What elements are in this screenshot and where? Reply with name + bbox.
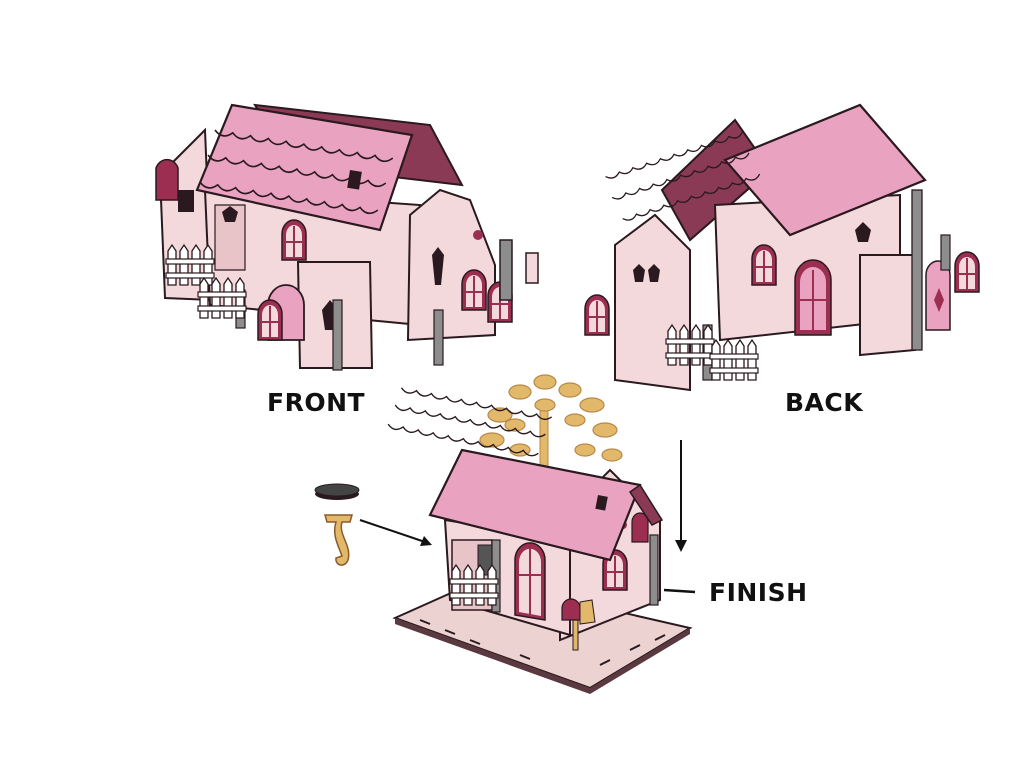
back-label: BACK	[785, 388, 864, 417]
round-disc-piece	[314, 483, 360, 500]
front-label: FRONT	[267, 388, 366, 417]
scroll-bracket-piece	[324, 514, 353, 566]
finish-label: FINISH	[709, 578, 808, 607]
tree-piece	[479, 374, 623, 481]
mailbox-piece	[561, 598, 596, 651]
finish-pointer-line	[663, 588, 696, 594]
arrow-down-to-finish	[675, 440, 687, 552]
back-exploded-house	[584, 103, 980, 392]
finished-house	[386, 374, 693, 694]
arrow-bracket-to-house	[359, 519, 432, 546]
front-exploded-house	[155, 103, 539, 371]
